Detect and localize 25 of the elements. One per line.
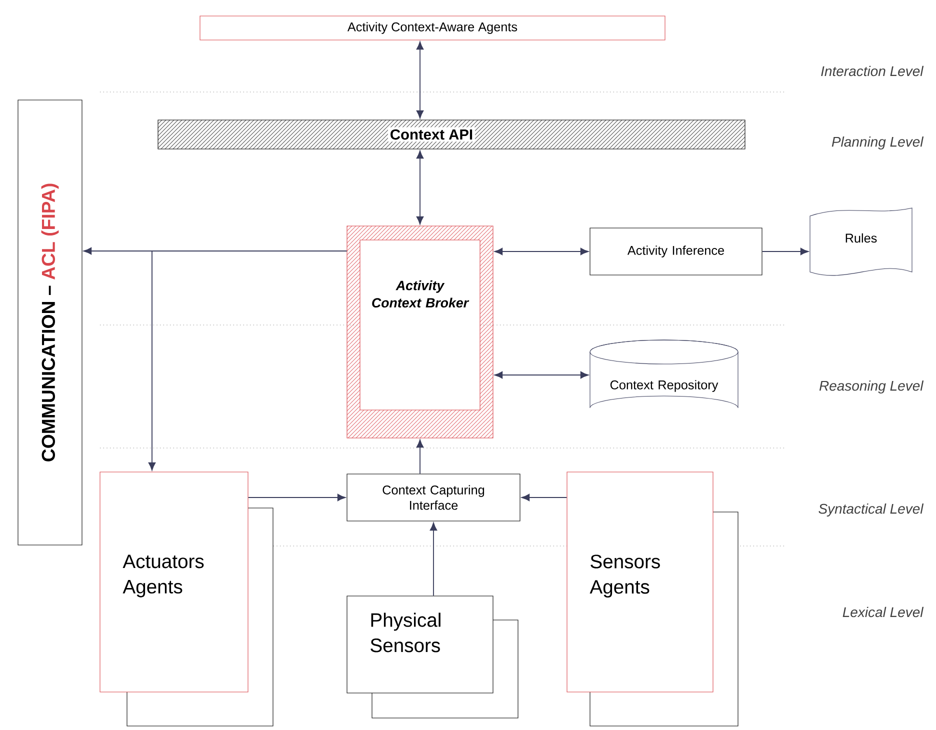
level-label: Reasoning Level <box>819 380 924 394</box>
arrow <box>494 248 588 256</box>
api-bar: Context API <box>158 120 746 150</box>
level-label: Syntactical Level <box>818 503 924 517</box>
stacked-box: Sensors Agents <box>566 472 738 726</box>
stacked-box: Physical Sensors <box>346 596 518 718</box>
arrow <box>762 248 808 256</box>
database-cylinder: Context Repository <box>590 340 738 408</box>
communication-box: COMMUNICATION – ACL (FIPA) <box>18 100 82 546</box>
level-label: Interaction Level <box>821 66 924 76</box>
arrow <box>430 522 438 596</box>
process-box: Activity Inference <box>590 228 762 276</box>
agents-box: Activity Context-Aware Agents <box>200 16 666 40</box>
process-box: Context Capturing Interface <box>346 474 520 522</box>
broker-box: Activity Context Broker <box>346 226 494 438</box>
arrow <box>522 494 568 502</box>
stacked-box: Actuators Agents <box>100 472 274 726</box>
arrow <box>416 150 424 224</box>
arrow <box>416 42 424 118</box>
arrow <box>494 371 588 379</box>
arrow <box>148 250 348 470</box>
arrow <box>248 494 346 502</box>
arrow <box>416 440 424 474</box>
level-label: Lexical Level <box>842 606 924 618</box>
level-label: Planning Level <box>832 136 924 150</box>
